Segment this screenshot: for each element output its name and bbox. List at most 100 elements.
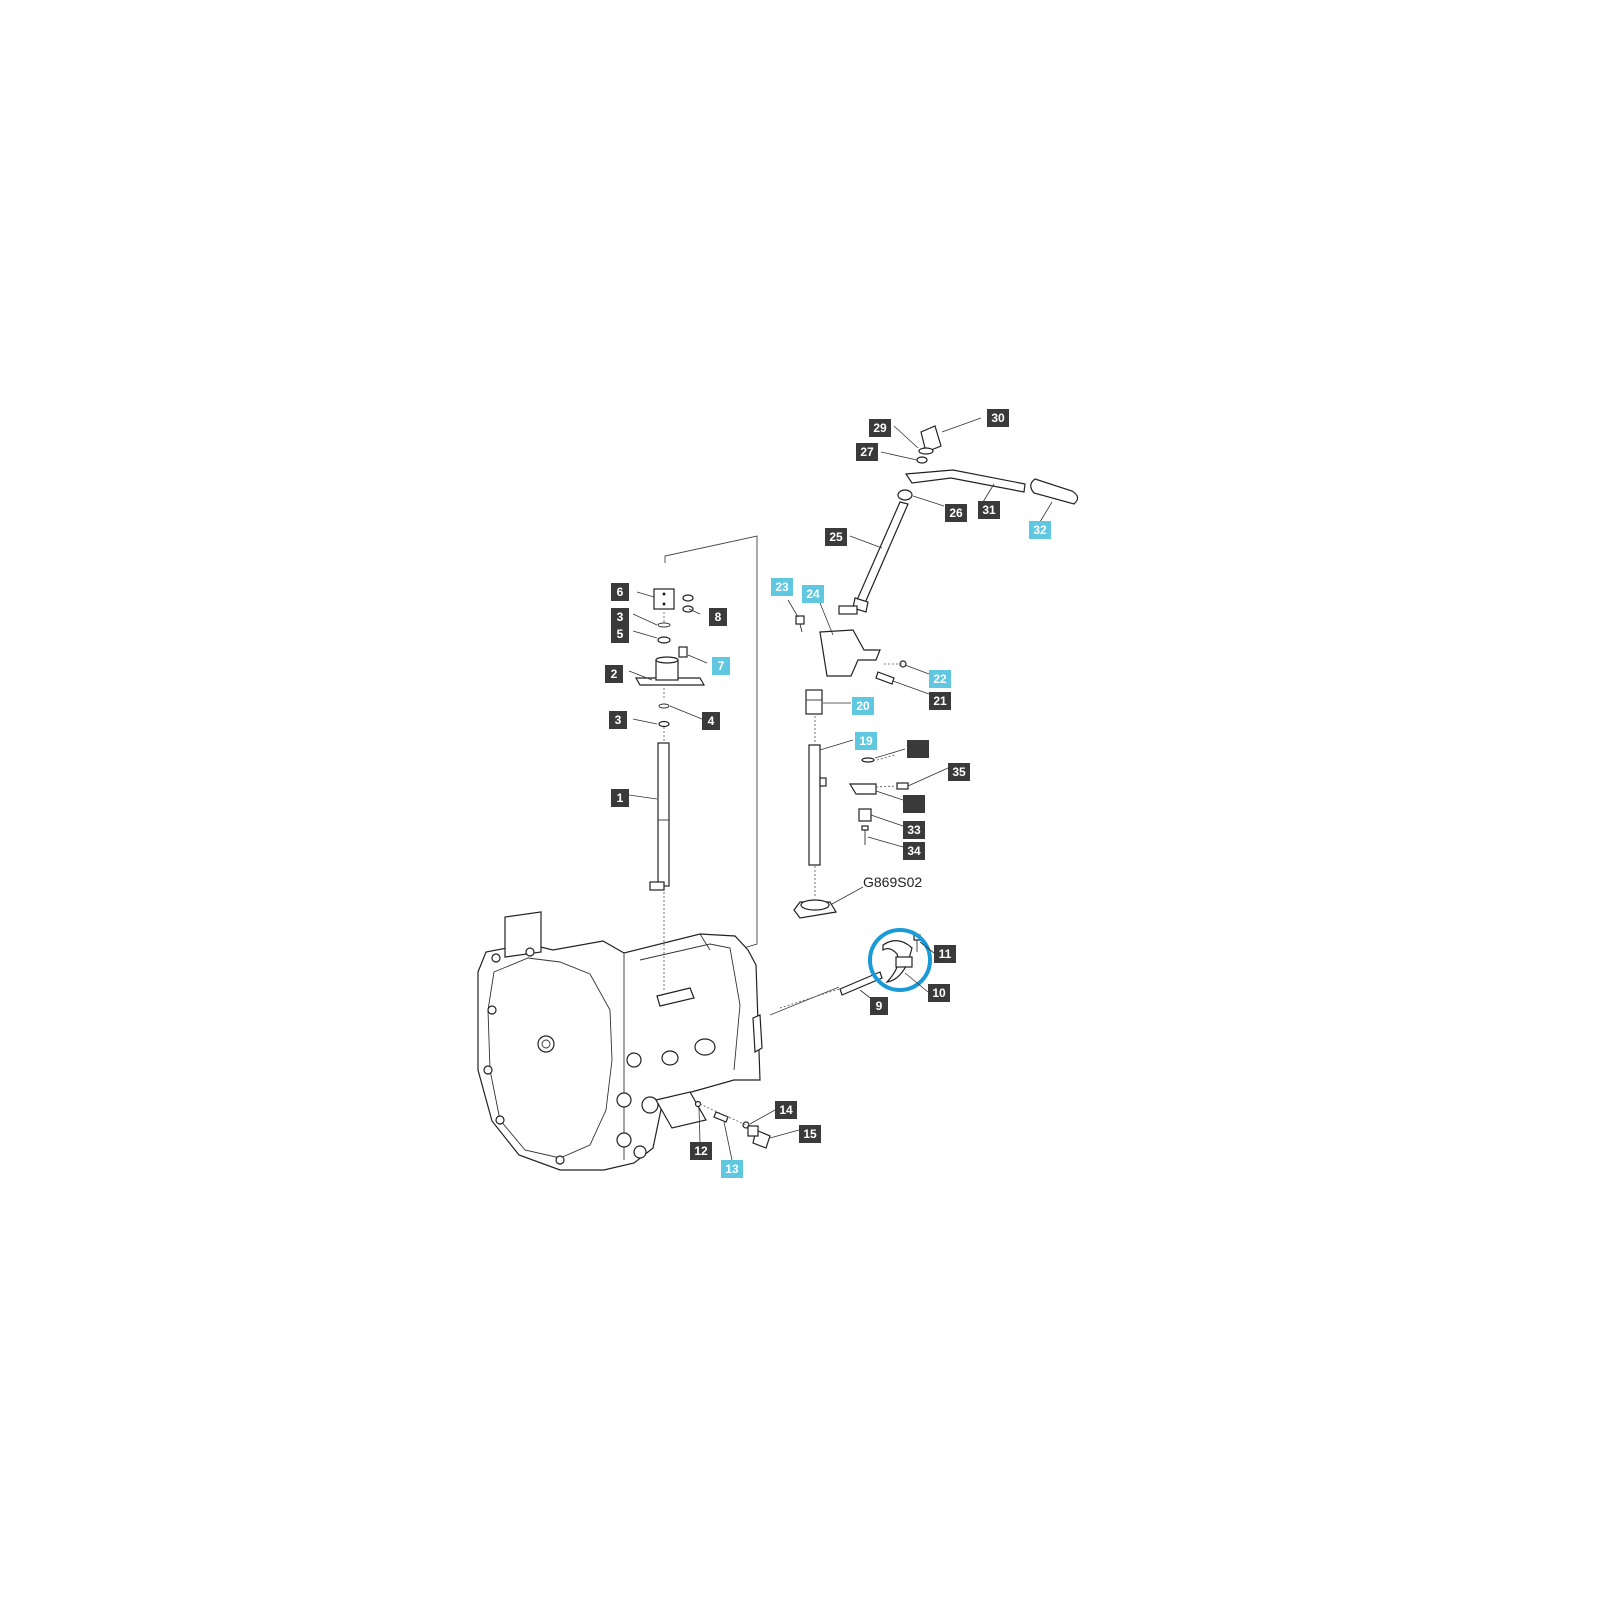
callout-19[interactable]: 21 <box>929 692 951 710</box>
callout-17[interactable]: 19 <box>855 732 877 750</box>
callout-21-text: 23 <box>775 580 789 594</box>
callout-32-text: 34 <box>907 844 921 858</box>
part-22-bracket <box>819 605 881 677</box>
callout-2-text: 2 <box>611 667 618 681</box>
callout-7[interactable]: 7 <box>712 657 730 675</box>
part-3-5-rings-upper <box>657 622 671 644</box>
callout-labels: 6 8 3 5 7 2 3 4 1 29 30 27 26 31 32 25 2… <box>605 409 1051 1178</box>
callout-24-text: 26 <box>949 506 963 520</box>
part-21-bolt <box>795 615 805 633</box>
callout-11-text: 11 <box>939 947 952 961</box>
callout-31[interactable]: 33 <box>903 821 925 839</box>
callout-1[interactable]: 1 <box>611 789 629 807</box>
part-6-plate <box>653 588 675 610</box>
callout-22[interactable]: 24 <box>802 585 824 603</box>
callout-18[interactable]: 20 <box>852 697 874 715</box>
callout-14-text: 14 <box>779 1103 793 1117</box>
callout-4[interactable]: 4 <box>702 712 720 730</box>
callout-14[interactable]: 14 <box>775 1101 797 1119</box>
callout-34[interactable] <box>903 795 925 813</box>
callout-6-text: 6 <box>617 585 624 599</box>
callout-13-text: 13 <box>725 1162 739 1176</box>
highlight-circle <box>868 928 932 992</box>
callout-23-text: 25 <box>829 530 843 544</box>
part-24-bushing <box>897 489 913 501</box>
transmission-housing <box>477 911 763 1171</box>
part-g869s02-bushing <box>793 899 837 919</box>
callout-23[interactable]: 25 <box>825 528 847 546</box>
callout-30-text: 32 <box>1033 523 1047 537</box>
callout-2[interactable]: 2 <box>605 665 623 683</box>
callout-15[interactable]: 15 <box>799 1125 821 1143</box>
part-27-knob-top <box>918 425 942 455</box>
callout-22-text: 24 <box>806 587 820 601</box>
part-30-handle-grip <box>1030 478 1079 505</box>
part-12-ball <box>694 1100 702 1108</box>
callout-9-text: 9 <box>876 999 883 1013</box>
part-19-pin <box>875 671 895 685</box>
callout-13[interactable]: 13 <box>721 1160 743 1178</box>
part-18-block <box>805 689 823 715</box>
part-2-flange-housing <box>634 656 706 686</box>
callout-35[interactable] <box>907 740 929 758</box>
callout-19-text: 21 <box>933 694 947 708</box>
callout-15-text: 15 <box>803 1127 817 1141</box>
part-29-lever-arm <box>904 469 1026 493</box>
callout-18-text: 20 <box>856 699 870 713</box>
callout-17-text: 19 <box>859 734 873 748</box>
assembly-guide-lines <box>663 612 902 1126</box>
callout-12-text: 12 <box>694 1144 708 1158</box>
callout-32[interactable]: 34 <box>903 842 925 860</box>
part-31-block <box>858 808 872 822</box>
diagram-code-label: G869S02 <box>863 874 922 890</box>
part-15-plug <box>747 1125 771 1149</box>
part-34-fork-small <box>848 783 877 795</box>
callout-11[interactable]: 11 <box>934 945 956 963</box>
part-1-shaft <box>649 742 670 891</box>
part-13-spring <box>713 1111 729 1123</box>
part-10-shift-fork <box>882 940 913 983</box>
callout-12[interactable]: 12 <box>690 1142 712 1160</box>
part-8-screws <box>682 594 694 613</box>
part-33-plug <box>896 782 909 790</box>
part-23-shift-rod <box>852 501 909 613</box>
part-17-selector-shaft <box>808 744 827 866</box>
callout-33-text: 35 <box>952 765 966 779</box>
callout-29-text: 31 <box>982 503 996 517</box>
callout-8[interactable]: 8 <box>709 608 727 626</box>
callout-5[interactable]: 5 <box>611 625 629 643</box>
callout-9[interactable]: 9 <box>870 997 888 1015</box>
callout-30[interactable]: 32 <box>1029 521 1051 539</box>
callout-1-text: 1 <box>617 791 624 805</box>
callout-3b[interactable]: 3 <box>609 711 627 729</box>
callout-27[interactable]: 30 <box>987 409 1009 427</box>
callout-27-text: 30 <box>991 411 1005 425</box>
part-32-bolt <box>861 825 869 845</box>
part-9-fork-rod <box>839 971 883 996</box>
callout-3a[interactable]: 3 <box>611 608 629 626</box>
callout-10[interactable]: 10 <box>928 984 950 1002</box>
part-35-spring <box>861 757 875 763</box>
callout-26[interactable]: 29 <box>869 419 891 437</box>
callout-20[interactable]: 22 <box>929 670 951 688</box>
callout-33[interactable]: 35 <box>948 763 970 781</box>
callout-3b-text: 3 <box>615 713 622 727</box>
callout-21[interactable]: 23 <box>771 578 793 596</box>
callout-29[interactable]: 31 <box>978 501 1000 519</box>
part-25-washer <box>916 456 928 464</box>
callout-4-text: 4 <box>708 714 715 728</box>
callout-3a-text: 3 <box>617 610 624 624</box>
callout-24[interactable]: 26 <box>945 504 967 522</box>
part-7-pin <box>678 646 688 658</box>
callout-8-text: 8 <box>715 610 722 624</box>
callout-7-text: 7 <box>718 659 725 673</box>
callout-25[interactable]: 27 <box>856 443 878 461</box>
callout-6[interactable]: 6 <box>611 583 629 601</box>
part-3-4-rings-lower <box>658 703 670 728</box>
callout-31-text: 33 <box>907 823 921 837</box>
callout-25-text: 27 <box>860 445 874 459</box>
callout-10-text: 10 <box>932 986 946 1000</box>
callout-20-text: 22 <box>933 672 947 686</box>
callout-26-text: 29 <box>873 421 887 435</box>
